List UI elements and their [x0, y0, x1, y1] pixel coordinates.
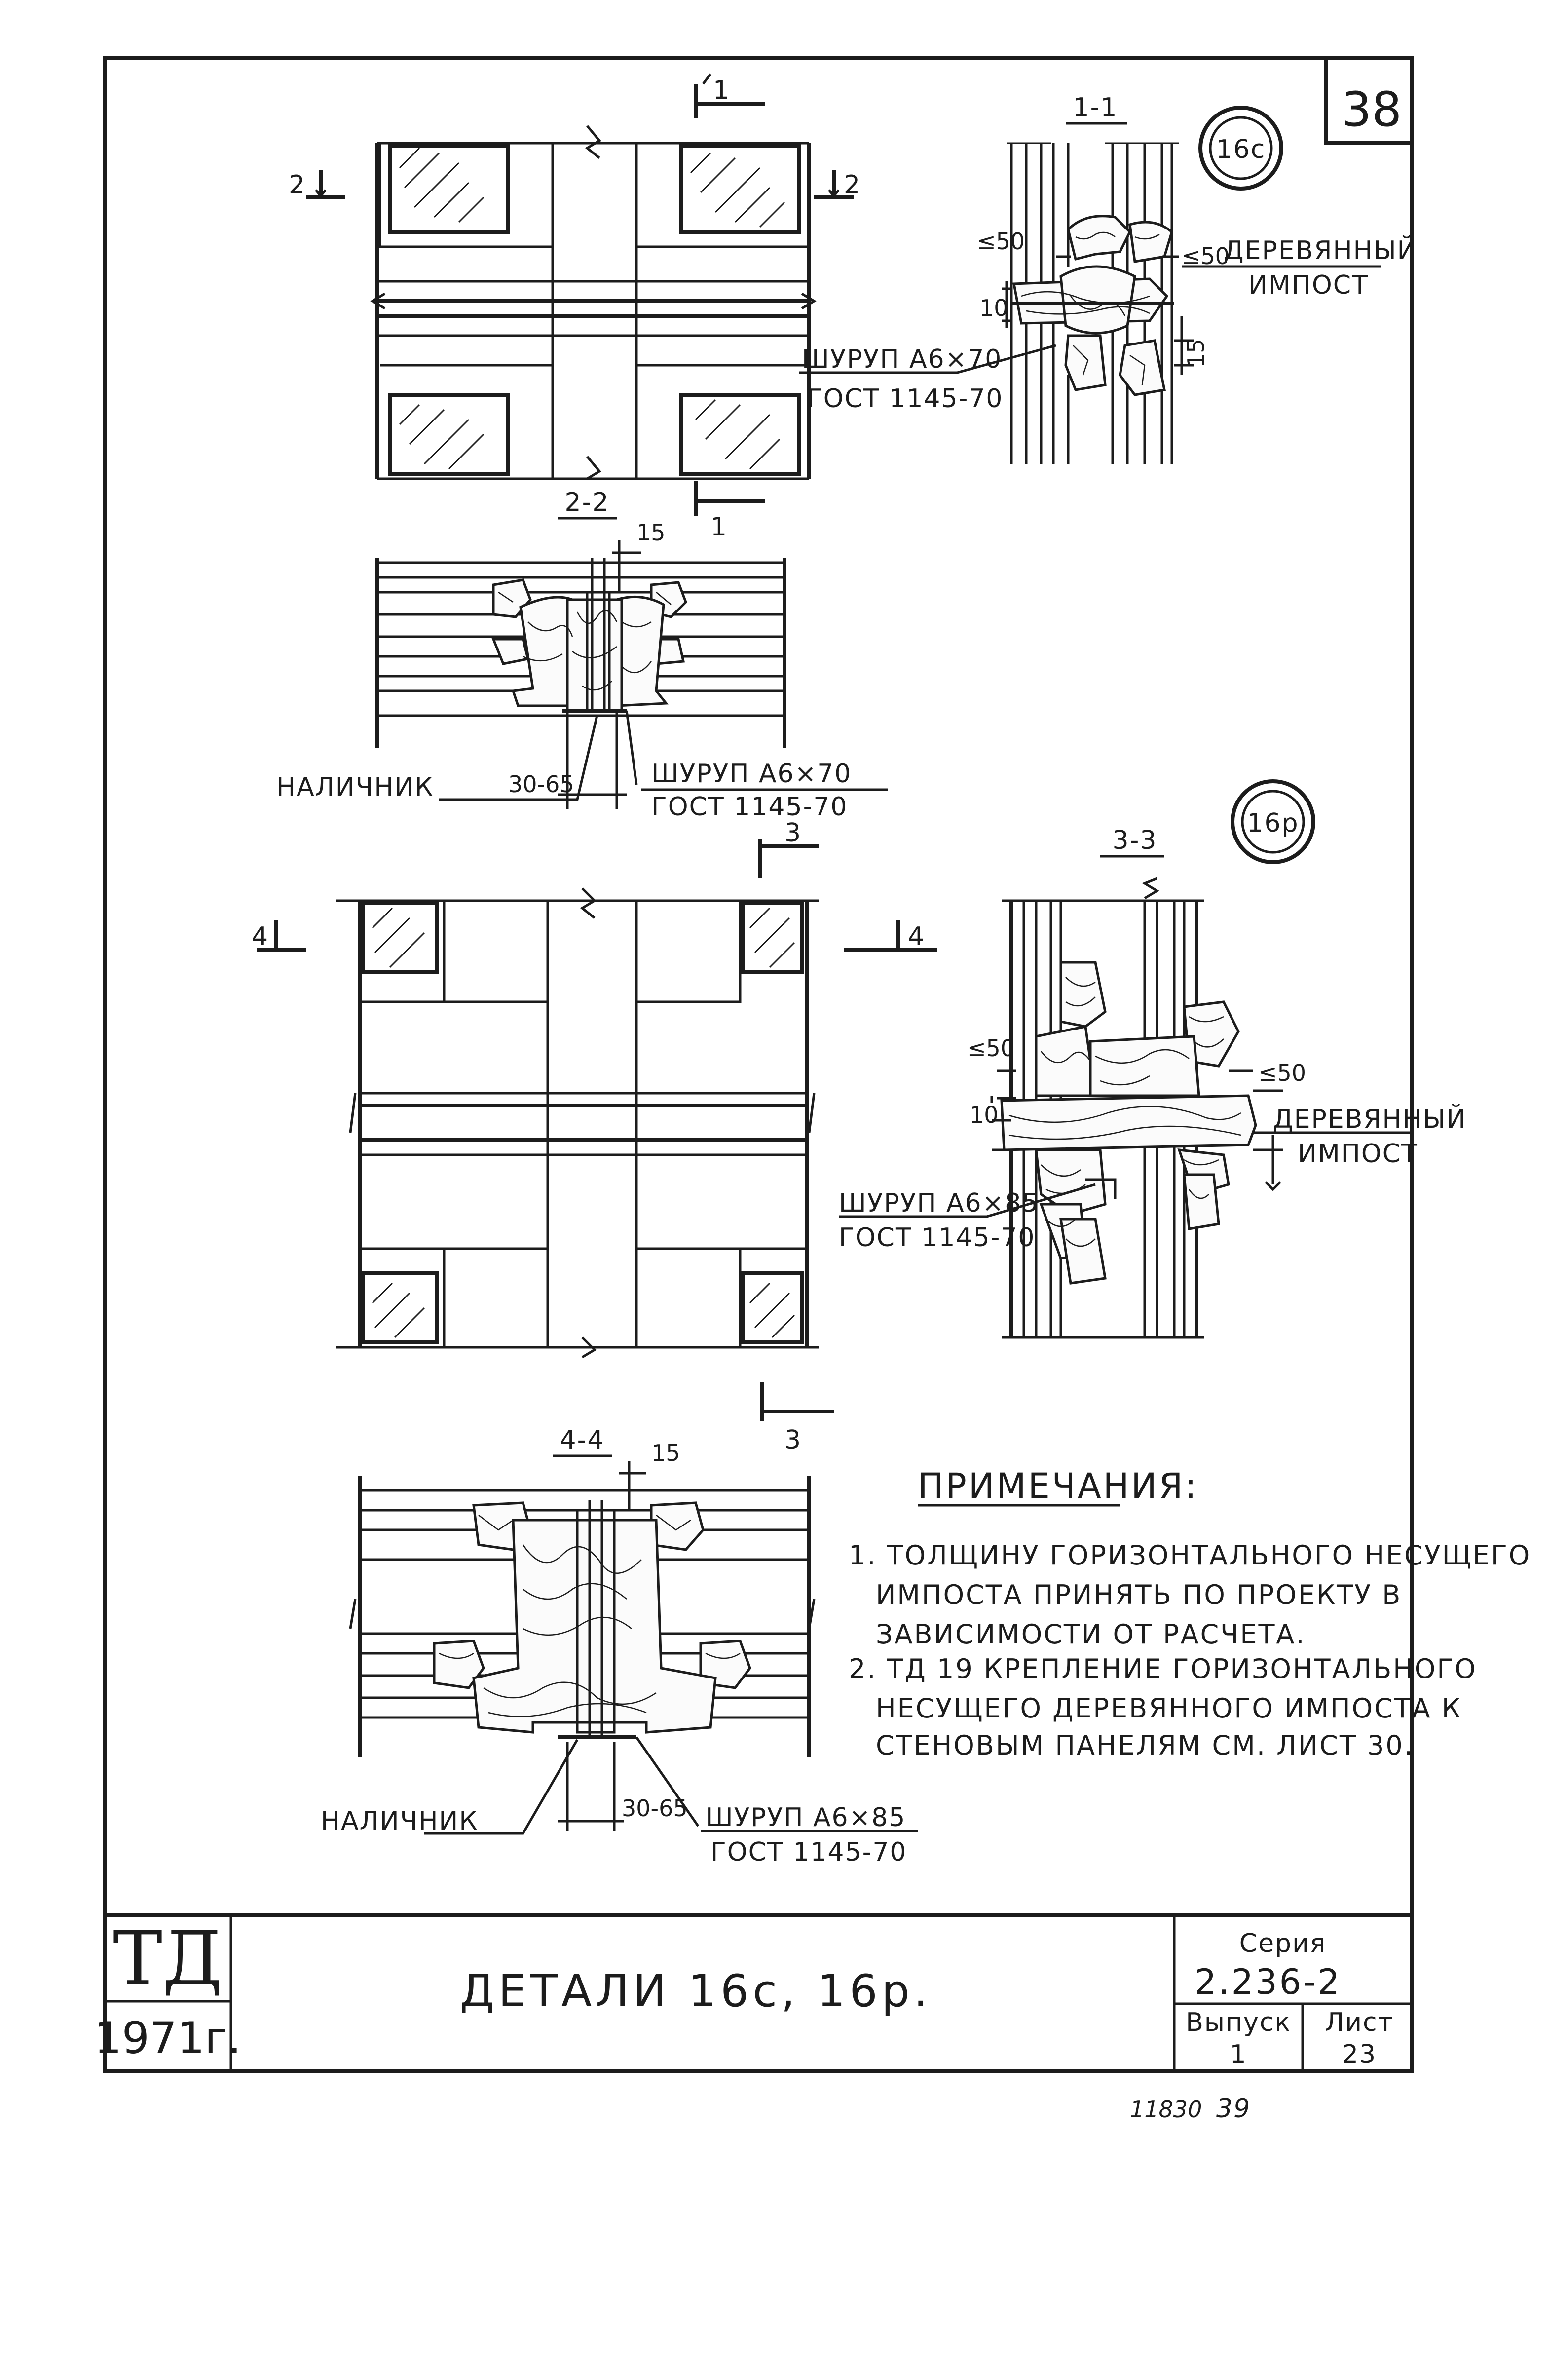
- label-screw-6x85-a: ШУРУП А6×85: [839, 1188, 1039, 1218]
- marker-16c: [1198, 106, 1283, 191]
- label-casing-2-2: НАЛИЧНИК: [276, 772, 434, 802]
- label-wooden-impost-3-2: ИМПОСТ: [1298, 1139, 1418, 1169]
- label-screw-6x85-b: ШУРУП А6×85: [706, 1803, 906, 1832]
- label-gost-85-b: ГОСТ 1145-70: [710, 1837, 907, 1867]
- section-title-1-1: 1-1: [1073, 93, 1118, 122]
- elevation-view-lower: [336, 887, 819, 1359]
- note-line-4: 2. ТД 19 КРЕПЛЕНИЕ ГОРИЗОНТАЛЬНОГО: [849, 1653, 1477, 1684]
- note-line-6: СТЕНОВЫМ ПАНЕЛЯМ СМ. ЛИСТ 30.: [876, 1730, 1414, 1761]
- issue-value: 1: [1230, 2040, 1247, 2069]
- cut-label-1-bottom: 1: [710, 512, 728, 542]
- cut-marker-2-left: [306, 170, 345, 199]
- cut-label-2-right: 2: [844, 170, 861, 200]
- glass-pane: [388, 144, 801, 476]
- label-screw-6x70-b: ШУРУП А6×70: [651, 759, 852, 789]
- cut-marker-4-right: [844, 920, 937, 952]
- dim-le50-right: ≤50: [1182, 243, 1230, 269]
- dim-le50-left-3-3: ≤50: [967, 1035, 1015, 1062]
- cut-label-3-top: 3: [784, 818, 802, 848]
- title-block-org: ТД: [113, 1916, 223, 2002]
- cut-marker-3-top: [758, 839, 819, 878]
- glass-pane: [361, 901, 804, 1344]
- drawing-title: ДЕТАЛИ 16с, 16р.: [460, 1965, 932, 2017]
- section-title-2-2: 2-2: [565, 488, 610, 517]
- cut-marker-1-bottom: [694, 481, 765, 516]
- archive-stamp: 11830: [1130, 2096, 1202, 2123]
- label-wooden-impost-3-1: ДЕРЕВЯННЫЙ: [1273, 1104, 1466, 1134]
- note-line-3: ЗАВИСИМОСТИ ОТ РАСЧЕТА.: [876, 1619, 1306, 1650]
- dim-le50-left: ≤50: [977, 228, 1025, 255]
- marker-16c-label: 16с: [1216, 135, 1266, 164]
- archive-number: 39: [1216, 2094, 1251, 2124]
- note-line-1: 1. ТОЛЩИНУ ГОРИЗОНТАЛЬНОГО НЕСУЩЕГО: [849, 1540, 1531, 1571]
- cut-marker-1-top: [694, 73, 765, 118]
- issue-label: Выпуск: [1186, 2008, 1291, 2037]
- dim-15-2-2: 15: [636, 519, 666, 546]
- sheet-frame: [103, 56, 1414, 2073]
- sheet-value: 23: [1342, 2040, 1377, 2069]
- cut-label-3-bottom: 3: [784, 1425, 802, 1455]
- notes-heading: ПРИМЕЧАНИЯ:: [918, 1466, 1198, 1506]
- section-title-4-4: 4-4: [560, 1425, 605, 1455]
- title-block-year: 1971г.: [94, 2013, 241, 2063]
- marker-16r: [1231, 779, 1315, 864]
- label-range-4-4: 30-65: [622, 1795, 688, 1822]
- section-1-1-drawing: [1002, 142, 1381, 464]
- sheet-label: Лист: [1325, 2008, 1394, 2037]
- section-title-3-3: 3-3: [1113, 826, 1157, 855]
- cut-label-1-top: 1: [713, 76, 730, 105]
- cut-marker-3-bottom: [760, 1382, 834, 1421]
- label-range-2-2: 30-65: [508, 771, 574, 798]
- dim-le50-right-3-3: ≤50: [1258, 1060, 1306, 1086]
- label-gost-70-b: ГОСТ 1145-70: [651, 792, 848, 822]
- label-screw-6x70-a: ШУРУП А6×70: [802, 344, 1002, 374]
- label-wooden-impost-1: ДЕРЕВЯННЫЙ: [1224, 235, 1417, 266]
- cut-label-2-left: 2: [289, 170, 306, 200]
- leader-screw-1-1: [799, 344, 1056, 374]
- label-gost-70-a: ГОСТ 1145-70: [807, 384, 1004, 414]
- elevation-view-upper: [370, 125, 817, 480]
- dim-15-4-4: 15: [651, 1440, 680, 1466]
- cut-marker-4-left: [257, 920, 306, 952]
- note-line-5: НЕСУЩЕГО ДЕРЕВЯННОГО ИМПОСТА К: [876, 1693, 1462, 1724]
- label-casing-4-4: НАЛИЧНИК: [321, 1806, 478, 1836]
- page-number: 38: [1342, 82, 1402, 137]
- dim-15: 15: [1183, 339, 1209, 368]
- cut-label-4-right: 4: [908, 922, 925, 952]
- dim-10-3-3: 10: [970, 1102, 999, 1128]
- section-2-2-drawing: [375, 540, 888, 809]
- cut-label-4-left: 4: [252, 922, 269, 952]
- label-gost-85-a: ГОСТ 1145-70: [839, 1223, 1036, 1253]
- note-line-2: ИМПОСТА ПРИНЯТЬ ПО ПРОЕКТУ В: [876, 1579, 1402, 1610]
- series-label: Серия: [1239, 1929, 1326, 1958]
- series-value: 2.236-2: [1195, 1962, 1342, 2002]
- section-4-4-drawing: [349, 1461, 918, 1835]
- dim-10: 10: [979, 295, 1008, 321]
- label-wooden-impost-2: ИМПОСТ: [1248, 270, 1369, 300]
- cut-marker-2-right: [814, 170, 854, 199]
- leader-screw-3-3: [839, 1183, 1096, 1218]
- marker-16r-label: 16р: [1247, 808, 1299, 838]
